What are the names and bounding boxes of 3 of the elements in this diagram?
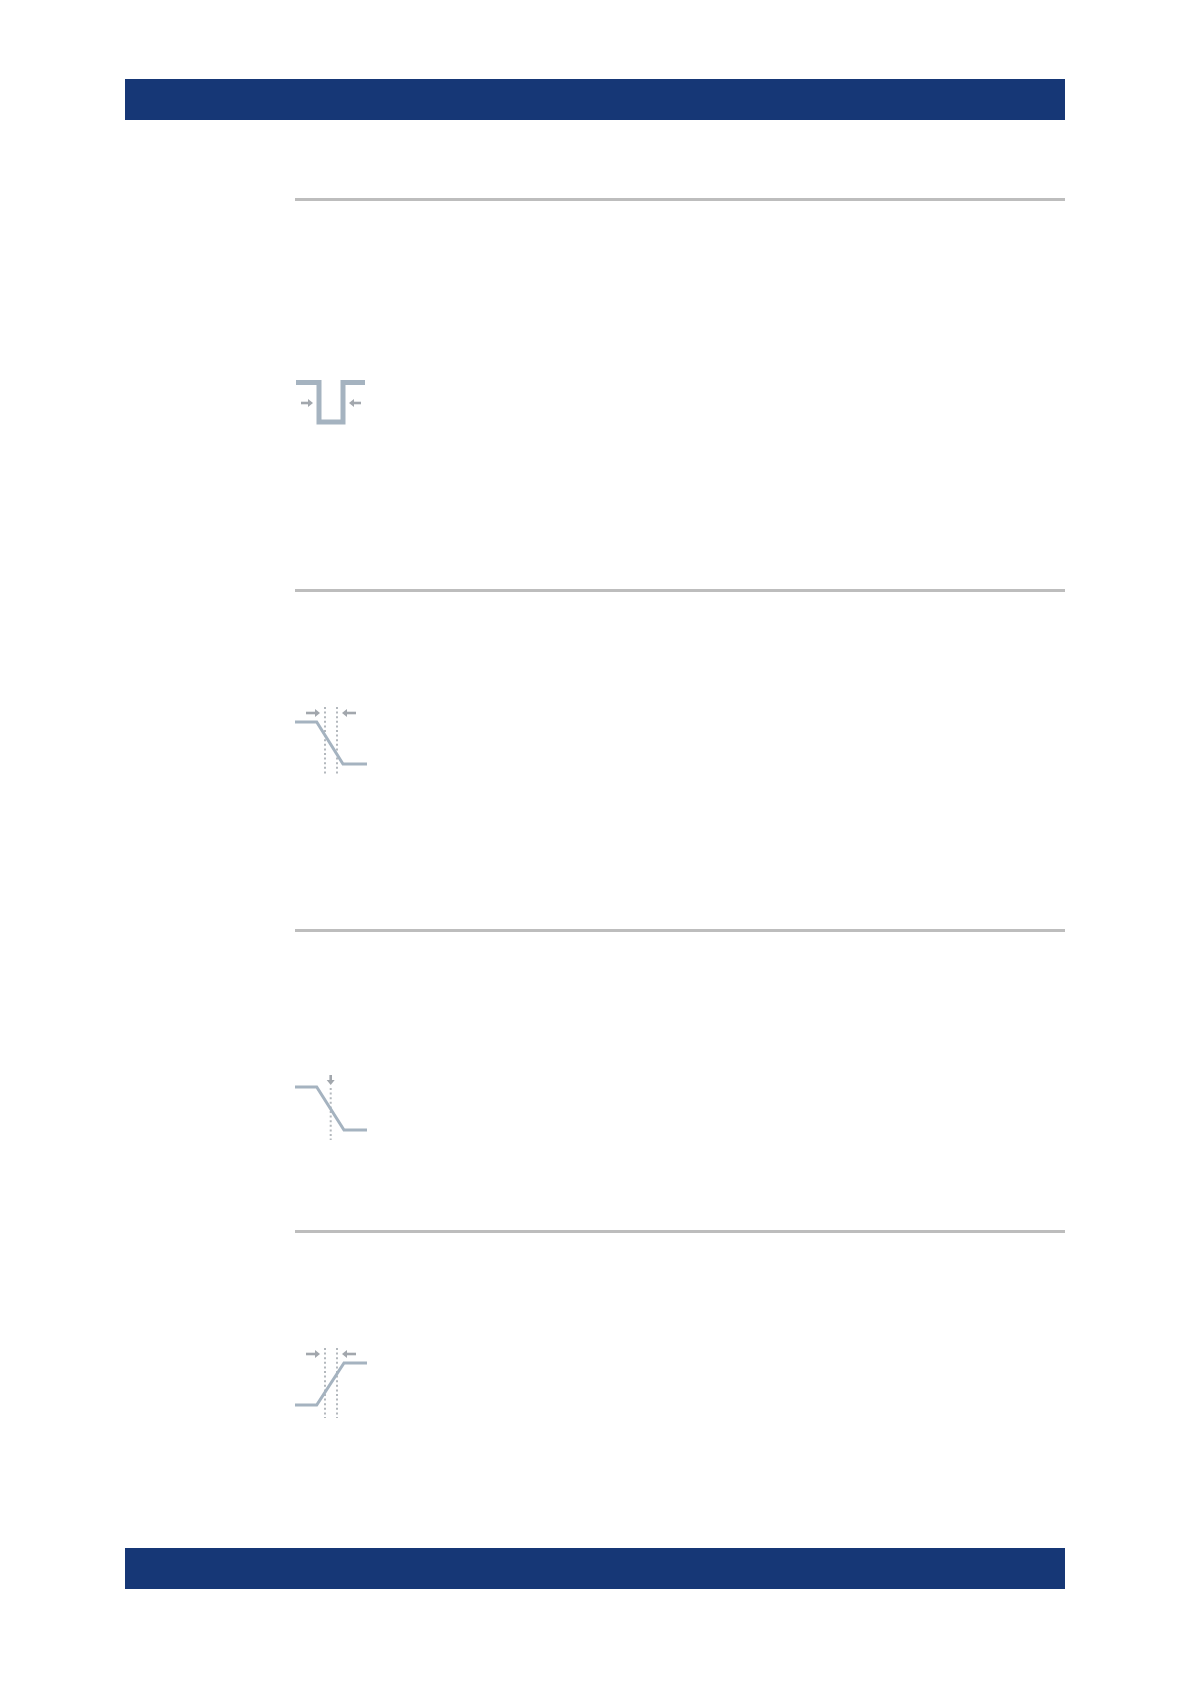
falling-edge-marker-icon <box>295 1075 367 1141</box>
pulse-width-icon <box>296 380 365 425</box>
rising-edge-interval-icon <box>295 1347 367 1419</box>
